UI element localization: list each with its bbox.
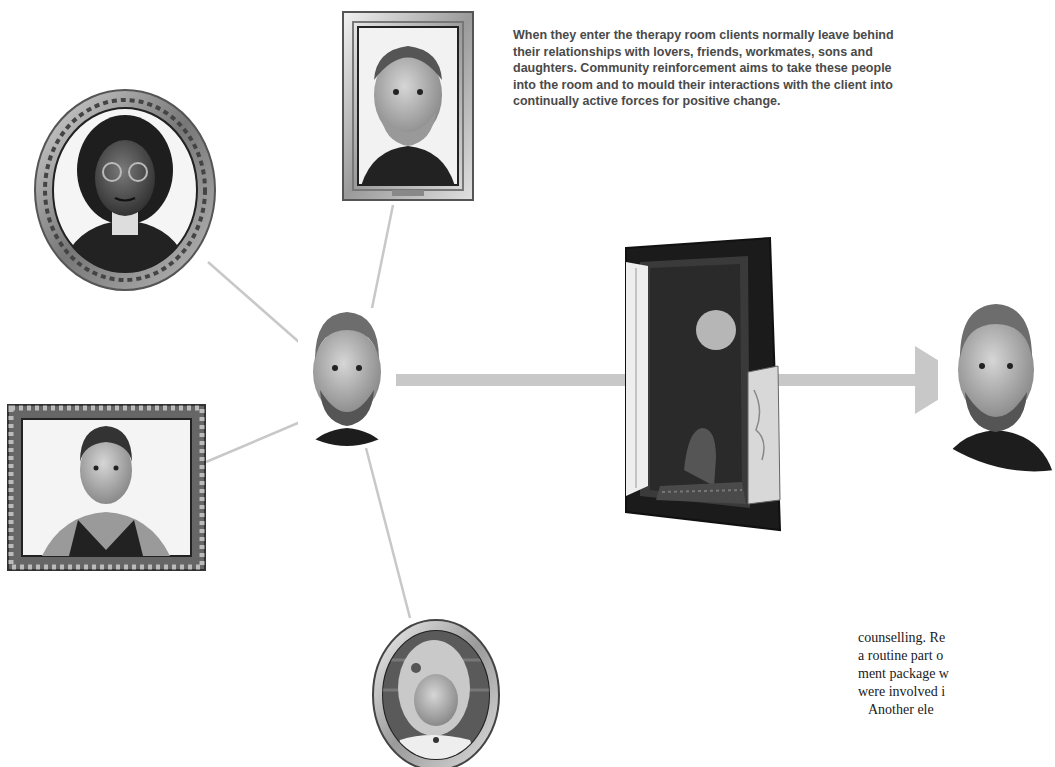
portrait-woman bbox=[35, 90, 215, 290]
client-face bbox=[938, 300, 1055, 480]
door-picture bbox=[626, 238, 780, 530]
relation-line bbox=[206, 205, 410, 618]
body-text-fragment: were involved i bbox=[858, 683, 945, 701]
caption-text: When they enter the therapy room clients… bbox=[513, 27, 908, 110]
portrait-older-man bbox=[343, 12, 473, 200]
body-text-fragment: counselling. Re bbox=[858, 629, 945, 647]
portrait-girl bbox=[373, 620, 499, 767]
portrait-young-man bbox=[8, 405, 205, 570]
client-face bbox=[298, 308, 396, 470]
body-text-fragment: ment package w bbox=[858, 665, 949, 683]
body-text-fragment: a routine part o bbox=[858, 647, 943, 665]
body-text-fragment: Another ele bbox=[868, 701, 934, 719]
